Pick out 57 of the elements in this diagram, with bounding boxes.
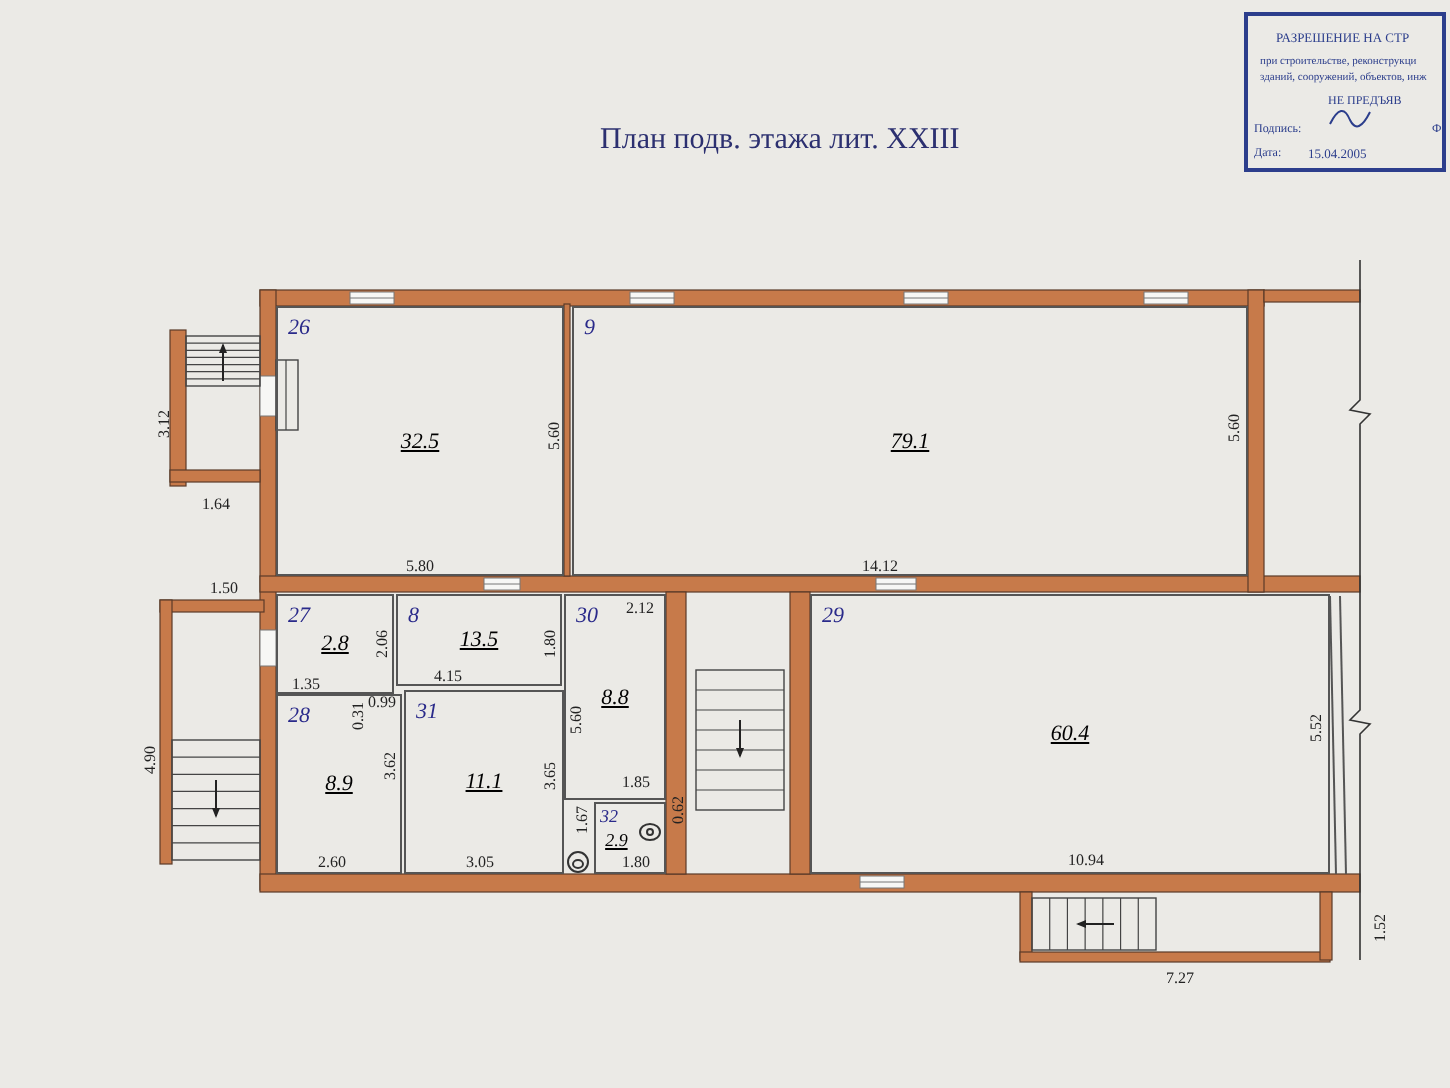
dimension-label: 3.65 [541,762,559,790]
room-number: 29 [822,604,844,628]
dimension-label: 5.52 [1307,714,1325,742]
dimension-label: 10.94 [1068,851,1104,869]
room [564,594,666,800]
room [276,694,402,874]
room [572,306,1248,576]
dimension-label: 1.80 [622,853,650,871]
room-number: 28 [288,704,310,728]
room-number: 9 [584,316,595,340]
dimension-label: 0.99 [368,693,396,711]
dimension-label: 1.80 [541,630,559,658]
room [594,802,666,874]
dimension-label: 2.06 [373,630,391,658]
room-area: 2.9 [605,829,628,850]
dimension-label: 14.12 [862,557,898,575]
dimension-label: 3.62 [381,752,399,780]
plan-title: План подв. этажа лит. XXIII [600,124,960,158]
room-area: 8.8 [601,685,629,709]
room-number: 27 [288,604,310,628]
room [276,306,564,576]
room-area: 2.8 [321,632,349,656]
dimension-label: 1.67 [573,806,591,834]
dimension-label: 0.62 [669,796,687,824]
room [810,594,1330,874]
room-number: 32 [600,806,618,826]
dimension-label: 7.27 [1166,969,1194,987]
room-area: 13.5 [459,628,499,652]
room-area: 32.5 [400,429,440,453]
room-number: 31 [416,700,438,724]
room [276,594,394,694]
room-number: 30 [576,604,598,628]
room-area: 11.1 [465,770,503,794]
dimension-label: 2.12 [626,599,654,617]
dimension-label: 1.50 [210,579,238,597]
dimension-label: 4.90 [141,746,159,774]
dimension-label: 5.60 [1225,414,1243,442]
dimension-label: 1.35 [292,675,320,693]
dimension-label: 3.12 [155,410,173,438]
room-area: 79.1 [890,429,930,453]
room-area: 60.4 [1050,722,1090,746]
dimension-label: 5.80 [406,557,434,575]
permit-stamp [1244,12,1446,172]
room-area: 8.9 [325,772,353,796]
dimension-label: 1.64 [202,495,230,513]
dimension-label: 5.60 [567,706,585,734]
dimension-label: 1.52 [1371,914,1389,942]
dimension-label: 3.05 [466,853,494,871]
dimension-label: 4.15 [434,667,462,685]
dimension-label: 2.60 [318,853,346,871]
dimension-label: 1.85 [622,773,650,791]
room [396,594,562,686]
room-number: 8 [408,604,419,628]
dimension-label: 0.31 [349,702,367,730]
room [404,690,564,874]
room-number: 26 [288,316,310,340]
dimension-label: 5.60 [545,422,563,450]
